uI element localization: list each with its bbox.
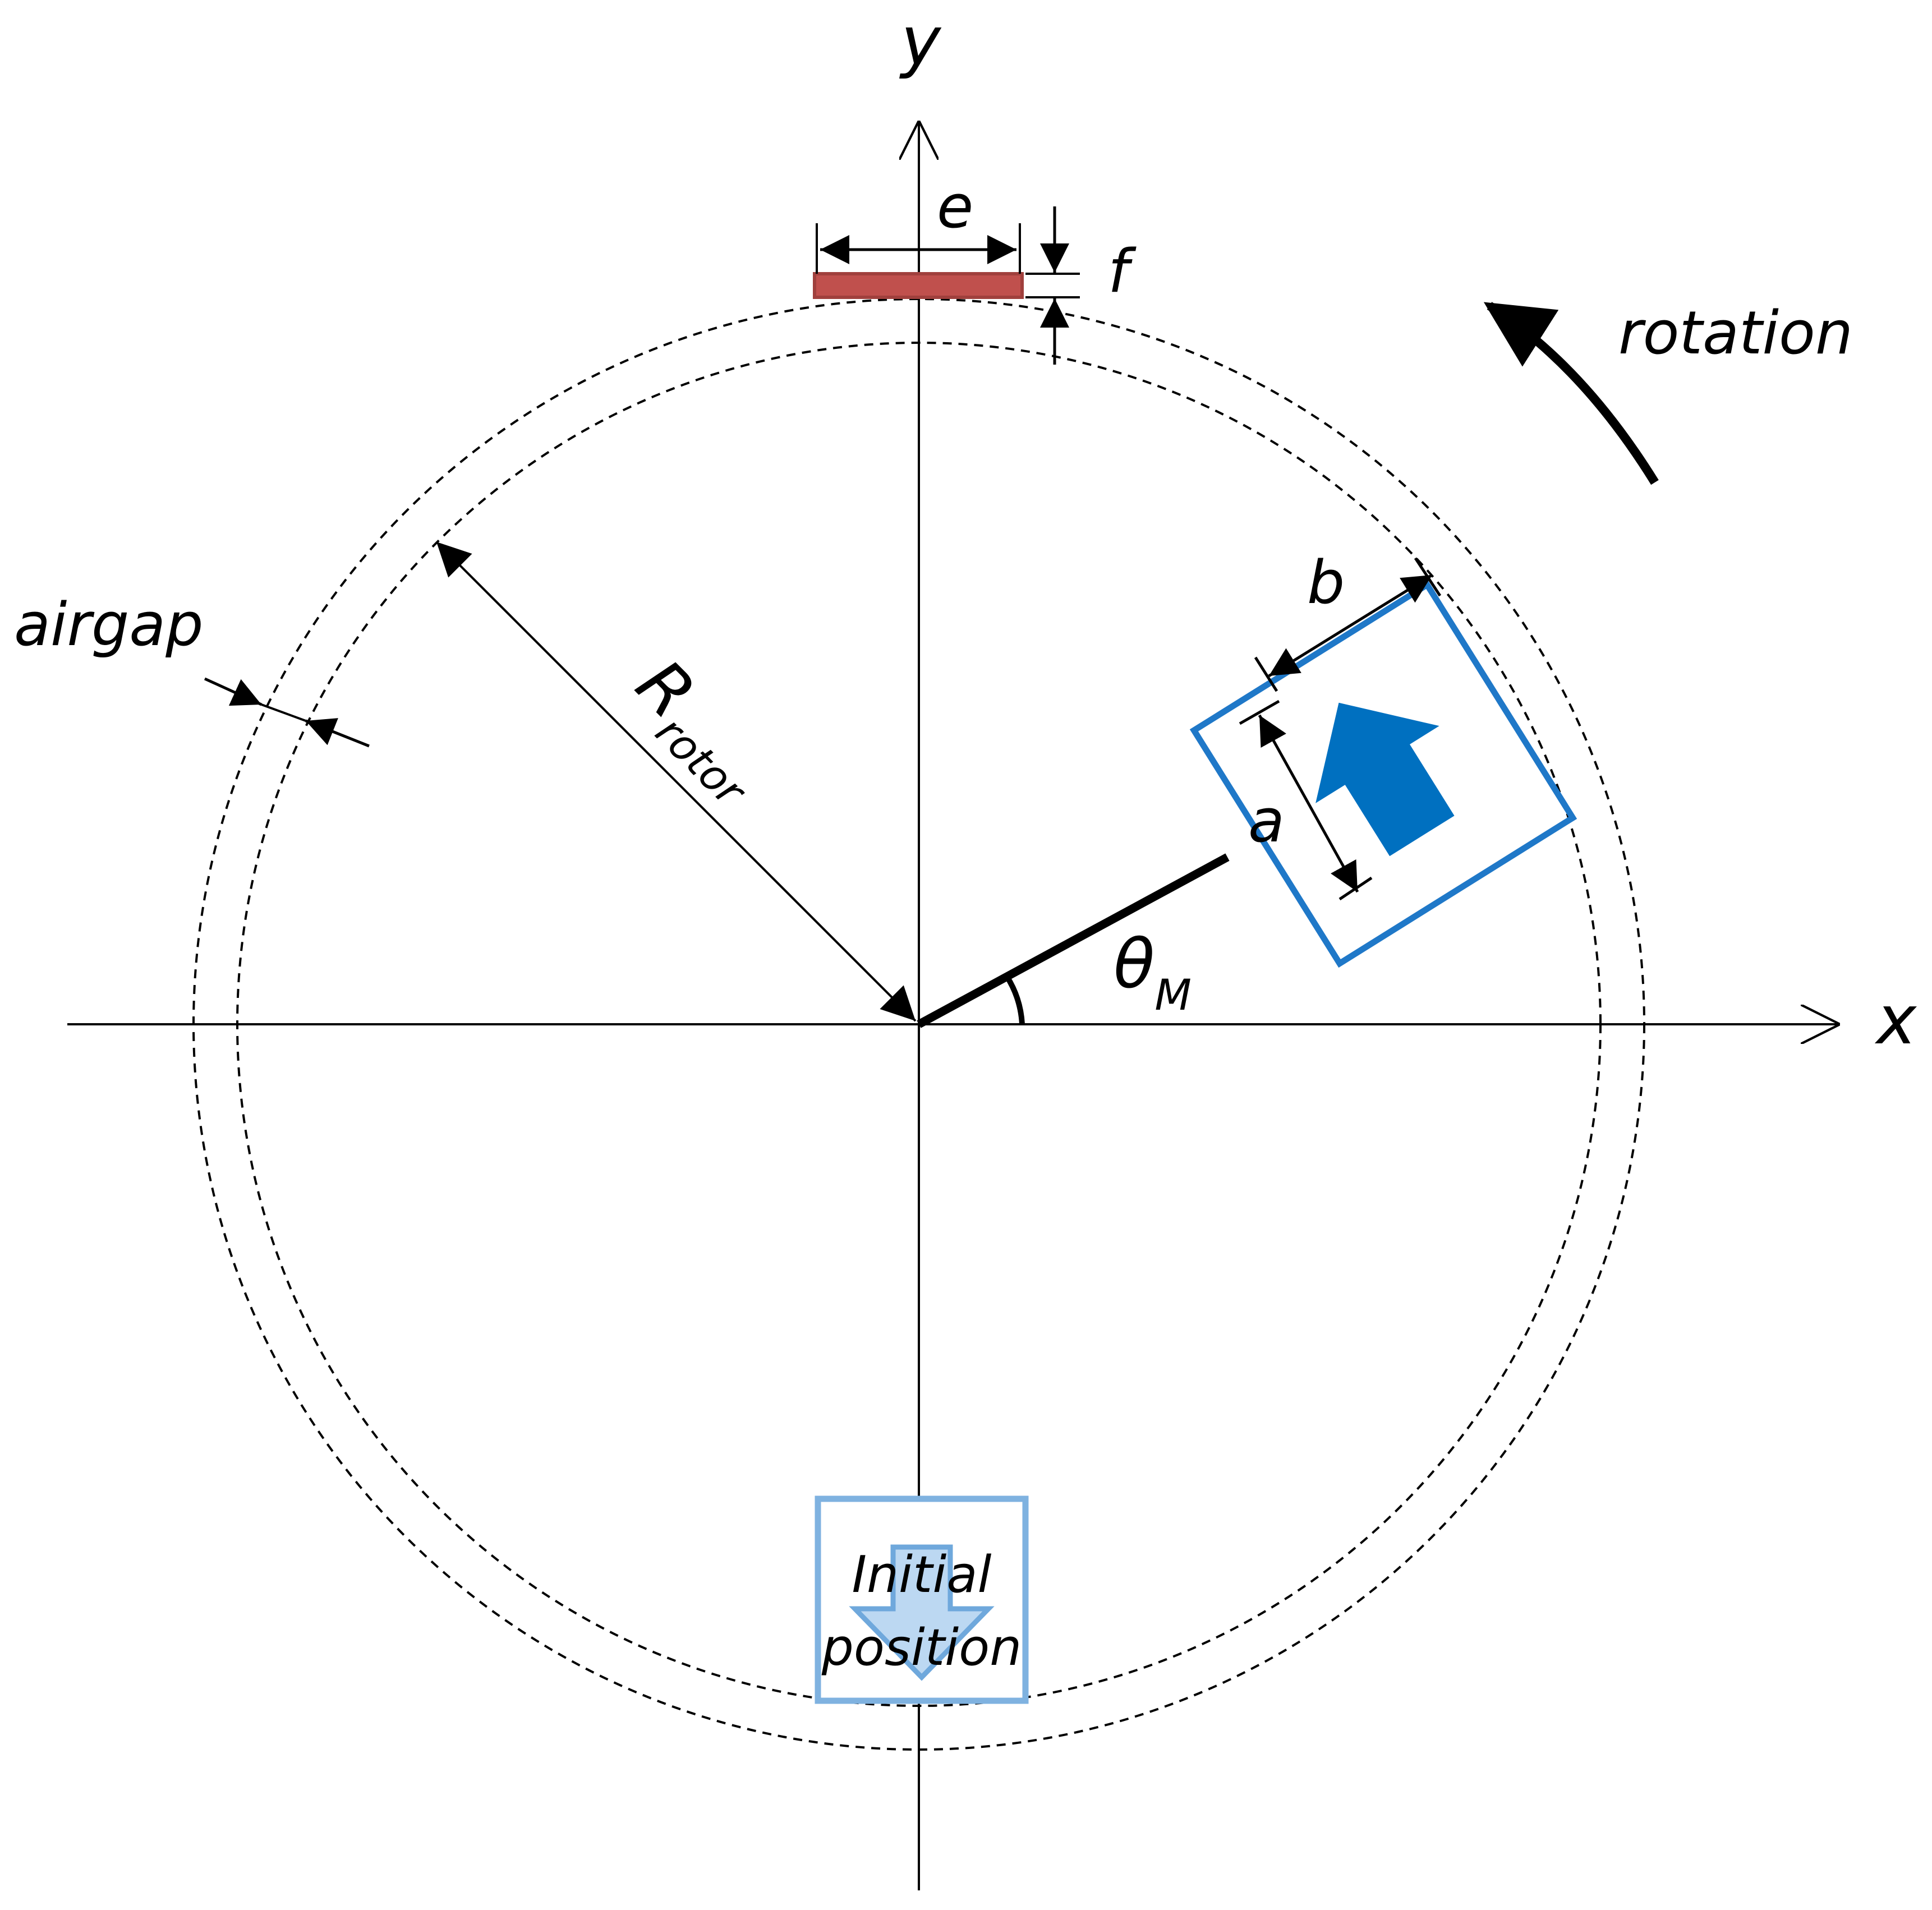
a-extension-top xyxy=(1239,699,1280,725)
a-dimension-arrow xyxy=(1258,714,1359,893)
airgap-arrow-outer xyxy=(204,677,263,706)
magnet-block xyxy=(1189,580,1577,968)
b-label: b xyxy=(1307,548,1345,617)
b-dimension-arrow xyxy=(1268,573,1433,678)
arrow-down-icon xyxy=(849,1544,995,1681)
f-label: f xyxy=(1108,237,1137,306)
a-label: a xyxy=(1248,786,1285,855)
airgap-arrow-inner xyxy=(305,718,370,748)
sensor-bar xyxy=(813,272,1024,299)
curved-arrow-icon xyxy=(1483,302,1659,485)
theta-label: θM xyxy=(1114,926,1192,1020)
radius-arrow xyxy=(435,541,917,1022)
y-axis-label: y xyxy=(899,3,942,81)
x-axis-label: x xyxy=(1874,982,1917,1060)
initial-label-line2: position xyxy=(821,1618,1022,1677)
initial-label-line1: Initial xyxy=(852,1545,991,1604)
theta-arc xyxy=(1004,975,1025,1025)
arrow-up-right-icon xyxy=(1315,702,1455,857)
airgap-gap-line xyxy=(261,703,306,722)
b-extension-left xyxy=(1254,656,1278,692)
radius-label: Rrotor xyxy=(613,645,785,817)
airgap-label: airgap xyxy=(14,590,204,659)
rotation-label: rotation xyxy=(1618,298,1853,367)
magnet-angle-line xyxy=(917,853,1230,1028)
e-label: e xyxy=(937,172,973,241)
